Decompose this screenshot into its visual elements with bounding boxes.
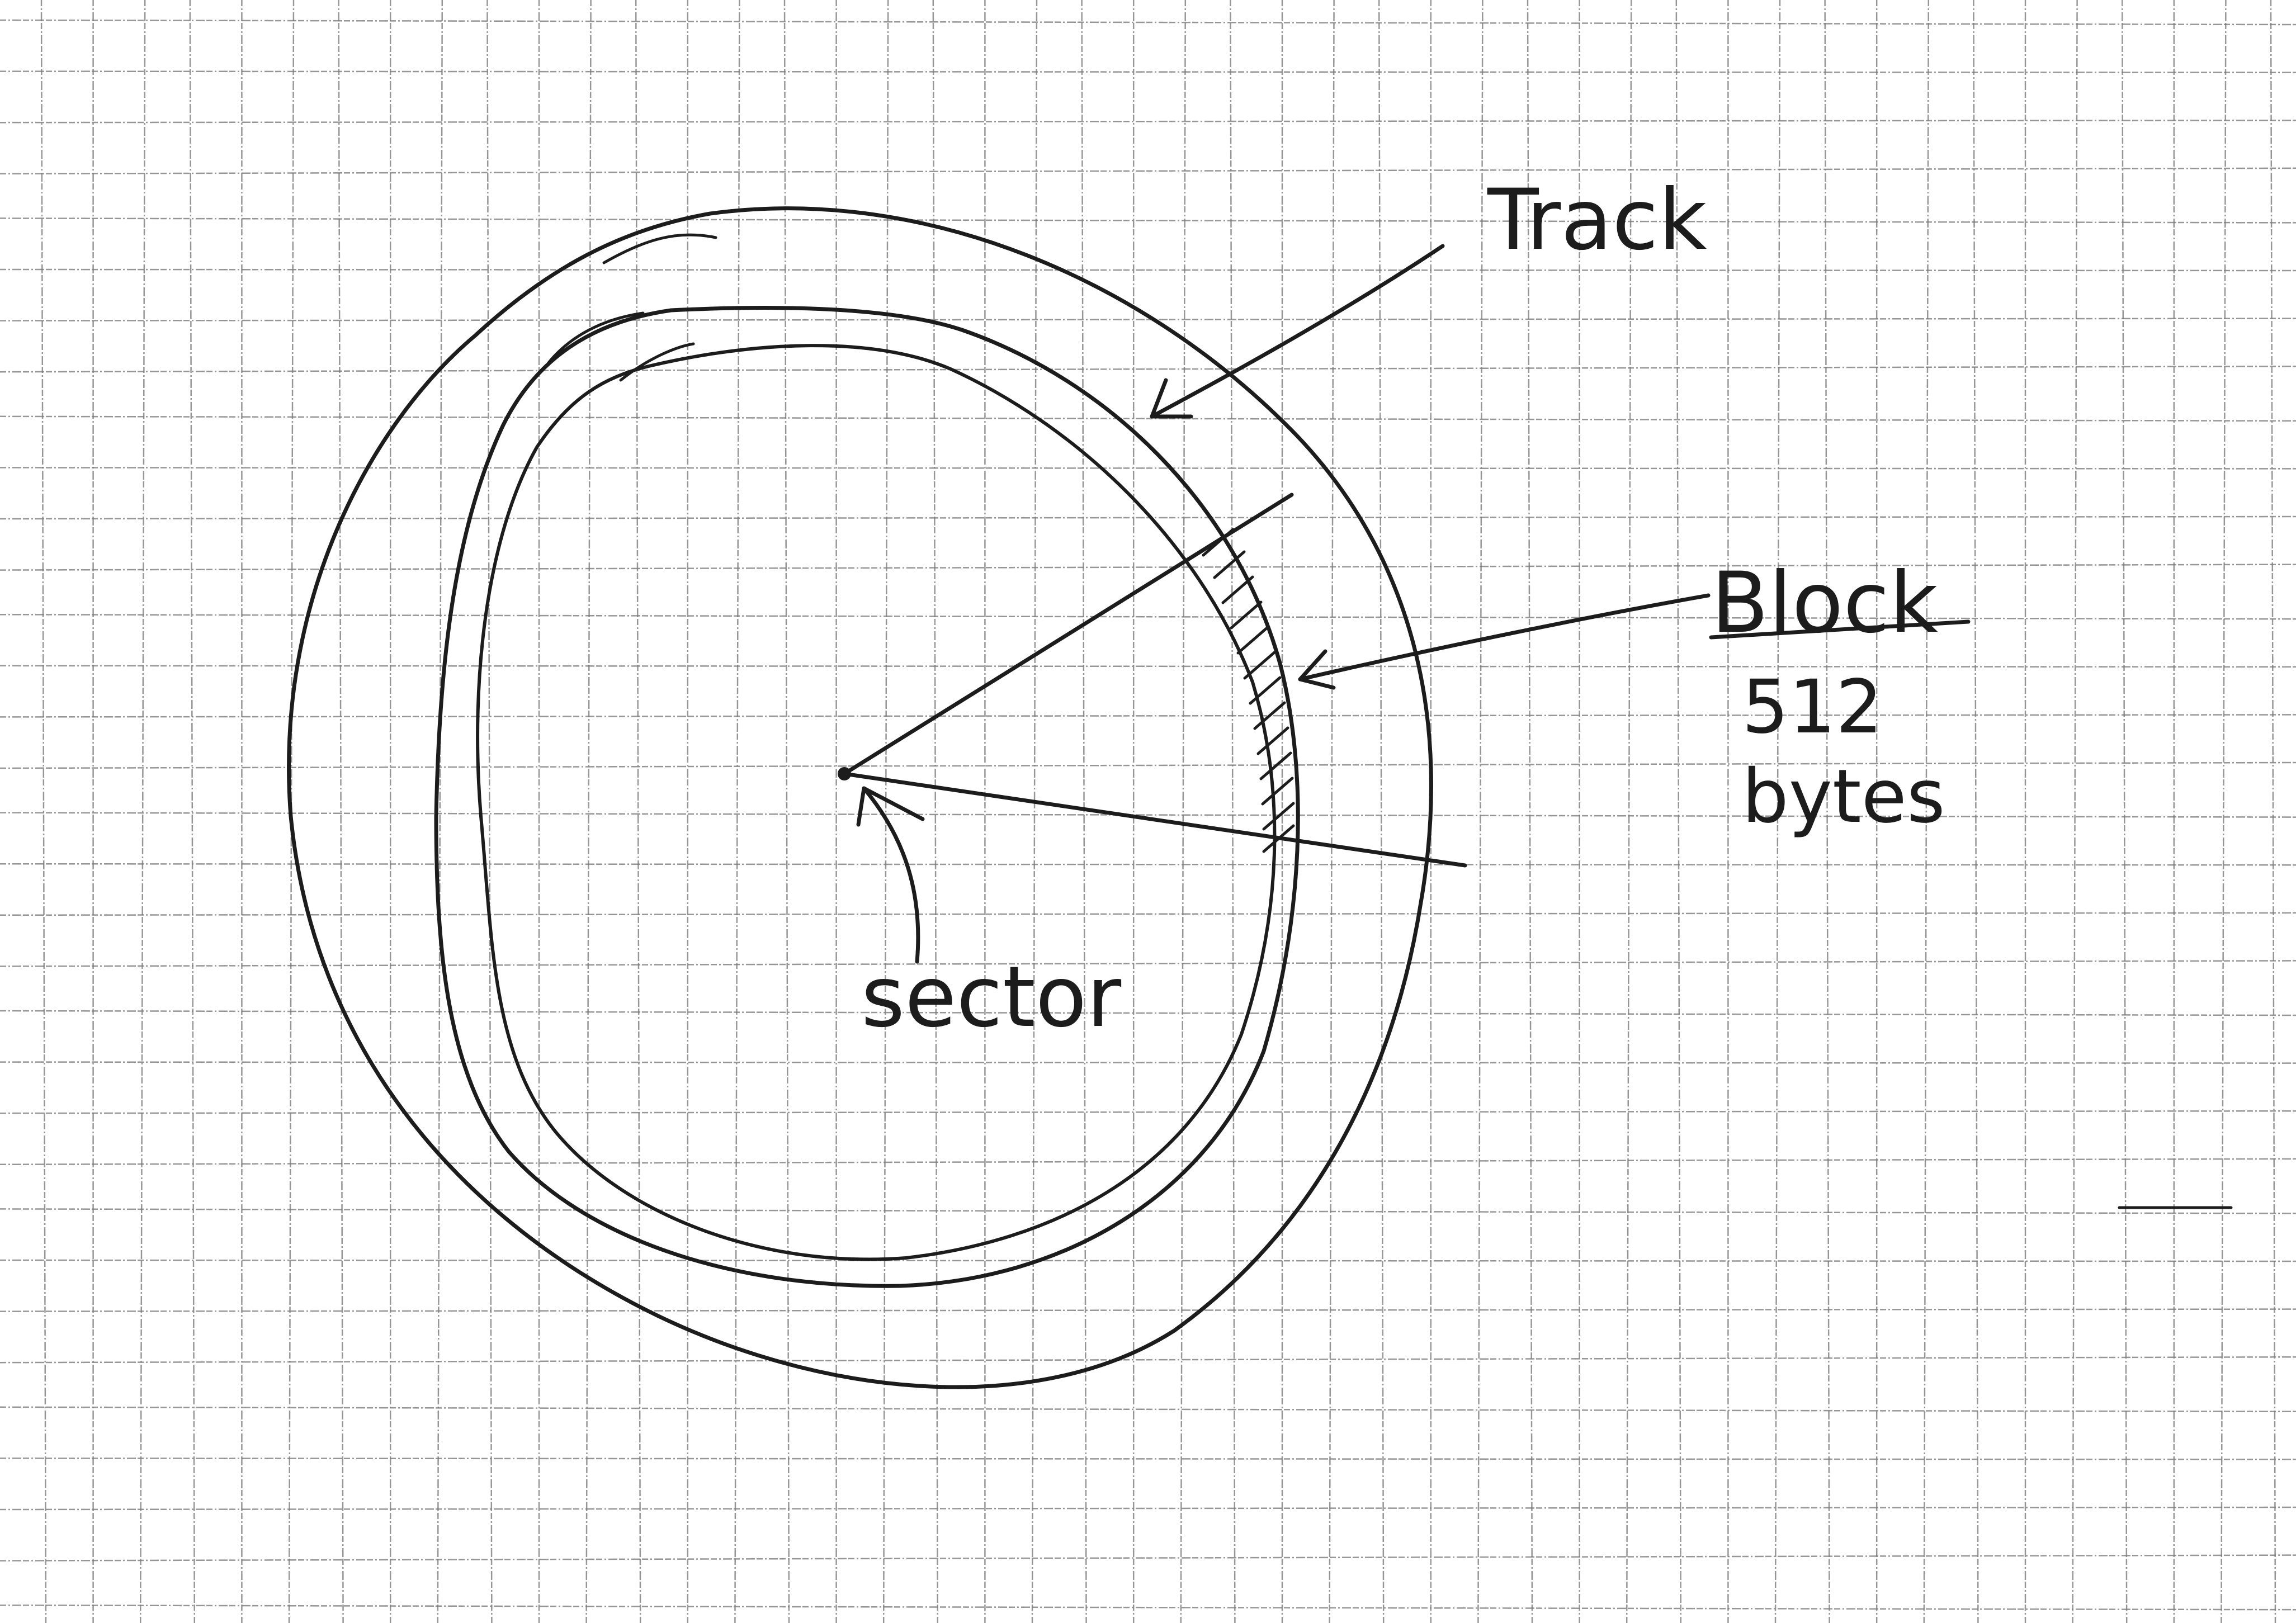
- block-hatch-stroke: [1256, 726, 1289, 755]
- block-hatch-stroke: [1253, 701, 1286, 730]
- block-size-unit: bytes: [1742, 754, 1945, 840]
- grid-line-vertical: [1477, 0, 1484, 1623]
- disk-outer-edge-overstroke: [602, 233, 717, 264]
- track-outer-edge: [434, 306, 1300, 1288]
- grid-line-horizontal: [0, 217, 2296, 224]
- block-hatch-stroke: [1259, 751, 1292, 780]
- block-hatch-stroke: [1249, 676, 1282, 705]
- grid-line-vertical: [1378, 0, 1385, 1623]
- grid-line-vertical: [486, 0, 493, 1623]
- grid-line-horizontal: [0, 1406, 2296, 1413]
- sector-label: sector: [861, 949, 1121, 1046]
- grid-line-horizontal: [0, 1554, 2296, 1562]
- block-hatch-stroke: [1202, 528, 1235, 557]
- track-inner-edge-overstroke: [619, 342, 695, 382]
- grid-line-horizontal: [0, 1458, 2296, 1460]
- grid-line-horizontal: [0, 1061, 2296, 1064]
- grid-line-vertical: [1230, 0, 1236, 1623]
- block-hatch-stroke: [1261, 777, 1294, 806]
- grid-line-vertical: [882, 0, 889, 1623]
- grid-line-horizontal: [0, 863, 2296, 866]
- grid-line-horizontal: [0, 960, 2296, 967]
- grid-line-horizontal: [0, 613, 2296, 620]
- grid-line-horizontal: [0, 1208, 2296, 1214]
- block-label: Block: [1711, 555, 1938, 652]
- grid-line-vertical: [1973, 0, 1979, 1623]
- block-hatching: [1202, 528, 1295, 853]
- sector-arrowhead: [856, 786, 925, 827]
- grid-line-horizontal: [0, 1356, 2296, 1364]
- grid-line-horizontal: [0, 1110, 2296, 1114]
- grid-line-horizontal: [0, 167, 2296, 175]
- grid-line-horizontal: [0, 119, 2296, 124]
- grid-line-horizontal: [0, 714, 2296, 718]
- grid-line-vertical: [2270, 0, 2276, 1623]
- grid-line-horizontal: [0, 415, 2296, 422]
- grid-line-horizontal: [0, 515, 2296, 520]
- grid-line-vertical: [734, 0, 740, 1623]
- grid-line-horizontal: [0, 19, 2296, 26]
- block-hatch-stroke: [1230, 600, 1263, 630]
- grid-line-horizontal: [0, 318, 2296, 321]
- disk-outer-edge: [287, 206, 1433, 1389]
- grid-line-horizontal: [0, 564, 2296, 571]
- grid-line-vertical: [1180, 0, 1187, 1623]
- block-hatch-stroke: [1236, 626, 1269, 655]
- grid-line-vertical: [932, 0, 939, 1623]
- track-outer-edge-overstroke: [546, 311, 645, 365]
- track-inner-edge: [476, 344, 1277, 1261]
- grid-line-horizontal: [0, 665, 2296, 668]
- grid-line-horizontal: [0, 912, 2296, 916]
- grid-line-vertical: [2221, 0, 2227, 1623]
- grid-line-vertical: [437, 0, 443, 1623]
- block-arrowhead: [1298, 649, 1336, 690]
- block-hatch-stroke: [1262, 824, 1295, 853]
- sector-boundary-upper: [842, 493, 1294, 776]
- grid-line-vertical: [635, 0, 641, 1623]
- grid-line-vertical: [2072, 0, 2078, 1623]
- block-size-number: 512: [1742, 664, 1883, 750]
- grid-line-vertical: [783, 0, 790, 1623]
- block-hatch-stroke: [1213, 550, 1246, 579]
- grid-line-horizontal: [0, 1506, 2296, 1511]
- grid-line-horizontal: [0, 1604, 2296, 1611]
- grid-line-horizontal: [0, 1259, 2296, 1262]
- grid-line-horizontal: [0, 365, 2296, 373]
- grid-line-horizontal: [0, 761, 2296, 769]
- sector-arrow-line: [862, 786, 920, 964]
- grid-line-horizontal: [0, 268, 2296, 272]
- disk-center-dot: [838, 767, 851, 780]
- grid-line-horizontal: [0, 812, 2296, 818]
- track-arrow-line: [1150, 244, 1445, 419]
- grid-line-vertical: [585, 0, 592, 1623]
- grid-line-vertical: [338, 0, 344, 1623]
- grid-line-vertical: [139, 0, 146, 1623]
- grid-line-vertical: [189, 0, 196, 1623]
- track-label: Track: [1487, 172, 1707, 269]
- block-hatch-stroke: [1262, 802, 1295, 831]
- grid-line-horizontal: [0, 70, 2296, 73]
- grid-line-vertical: [2121, 0, 2128, 1623]
- grid-line-horizontal: [0, 467, 2296, 470]
- block-hatch-stroke: [1243, 651, 1276, 680]
- grid-line-vertical: [1329, 0, 1335, 1623]
- block-arrow-line: [1298, 593, 1711, 682]
- track-arrowhead: [1150, 378, 1193, 419]
- grid-line-vertical: [40, 0, 47, 1623]
- block-label-underline: [1709, 619, 1971, 640]
- grid-line-horizontal: [0, 1308, 2296, 1312]
- grid-line-vertical: [1081, 0, 1087, 1623]
- block-hatch-stroke: [1221, 575, 1254, 604]
- sector-boundary-lower: [842, 772, 1467, 868]
- grid-line-horizontal: [0, 1010, 2296, 1016]
